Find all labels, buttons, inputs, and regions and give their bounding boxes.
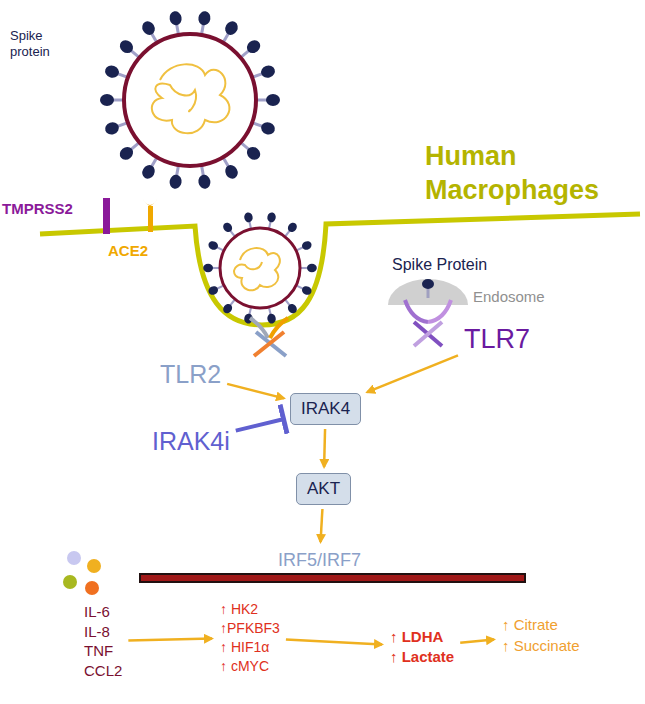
spike-head bbox=[259, 64, 276, 80]
spike-head bbox=[207, 240, 219, 252]
node-text: TNF bbox=[84, 641, 122, 661]
node-text: IRAK4i bbox=[152, 427, 230, 456]
node-text: ↑ LDHA bbox=[390, 627, 454, 647]
cytokine-dots bbox=[63, 551, 101, 595]
node-text: ↑ HIF1α bbox=[220, 638, 280, 657]
text-label: TMPRSS2 bbox=[2, 200, 73, 217]
endosome-spike bbox=[422, 279, 434, 298]
spike-head bbox=[103, 64, 120, 80]
spike-head bbox=[223, 163, 240, 181]
metabolite-list: ↑ Citrate↑ Succinate bbox=[500, 612, 582, 658]
cell-membrane bbox=[40, 214, 640, 325]
spike-head bbox=[244, 38, 262, 56]
node-text: IRAK4 bbox=[301, 399, 350, 419]
arrow-connector bbox=[227, 384, 284, 399]
node-text: ↑ Lactate bbox=[390, 647, 454, 667]
node-text: AKT bbox=[307, 479, 340, 499]
node-text: ↑PFKBF3 bbox=[220, 619, 280, 638]
inhibitor-label: IRAK4i bbox=[150, 425, 232, 458]
process-box: AKT bbox=[296, 473, 351, 505]
arrow-connector bbox=[460, 640, 494, 643]
spike-head bbox=[168, 174, 182, 190]
spike-head bbox=[168, 10, 182, 26]
tlr7-receptor bbox=[405, 300, 451, 346]
spike-head bbox=[223, 19, 240, 37]
node-text: IL-6 bbox=[84, 602, 122, 622]
inhibition-line bbox=[236, 419, 284, 431]
node-text: ↑ HK2 bbox=[220, 600, 280, 619]
spike-head bbox=[266, 313, 276, 324]
viral-rna bbox=[152, 64, 230, 133]
spike-head bbox=[307, 264, 317, 272]
spike-head bbox=[286, 221, 299, 234]
node-text: TLR7 bbox=[464, 324, 530, 355]
spike-head bbox=[140, 163, 157, 181]
viral-rna bbox=[234, 248, 280, 290]
arrow-connector bbox=[323, 429, 326, 467]
spike-head bbox=[203, 264, 213, 272]
receptor-label: TLR2 bbox=[158, 358, 223, 391]
viral-envelope bbox=[220, 228, 300, 308]
diagram-title: Human Macrophages bbox=[425, 140, 635, 208]
process-box: IRAK4 bbox=[290, 393, 361, 425]
spike-head bbox=[197, 10, 211, 26]
spike-head bbox=[266, 212, 276, 223]
text-label: Spike protein bbox=[10, 28, 70, 59]
virus-particle bbox=[203, 212, 317, 325]
node-text: IL-8 bbox=[84, 622, 122, 642]
spike-head bbox=[103, 120, 120, 136]
spike-head bbox=[301, 240, 313, 252]
tlr2-receptor bbox=[250, 318, 288, 356]
node-text: TLR2 bbox=[160, 360, 221, 389]
spike-head bbox=[117, 38, 135, 56]
spike-head bbox=[301, 285, 313, 297]
node-text: IRF5/IRF7 bbox=[278, 550, 361, 571]
arrow-connector bbox=[321, 509, 323, 542]
spike-head bbox=[221, 221, 234, 234]
text-label: Endosome bbox=[473, 288, 545, 305]
metabolite-list: ↑ LDHA↑ Lactate bbox=[388, 625, 456, 668]
receptor-label: TLR7 bbox=[462, 322, 532, 357]
ace2-receptor bbox=[141, 196, 159, 232]
factor-label: IRF5/IRF7 bbox=[276, 548, 363, 573]
spike-head bbox=[140, 19, 157, 37]
node-text: ↑ cMYC bbox=[220, 657, 280, 676]
node-text: CCL2 bbox=[84, 661, 122, 681]
spike-head bbox=[286, 302, 299, 315]
spike-head bbox=[244, 144, 262, 162]
endosome bbox=[388, 279, 468, 305]
spike-head bbox=[266, 94, 280, 106]
arrow-connector bbox=[286, 640, 382, 645]
spike-head bbox=[221, 302, 234, 315]
nuclear-membrane bbox=[140, 574, 525, 582]
spike-head bbox=[259, 120, 276, 136]
viral-envelope bbox=[124, 34, 256, 166]
spike-head bbox=[117, 144, 135, 162]
node-text: ↑ Citrate bbox=[502, 614, 580, 635]
spike-head bbox=[243, 212, 253, 223]
node-text: ↑ Succinate bbox=[502, 635, 580, 656]
spike-head bbox=[197, 174, 211, 190]
spike-head bbox=[207, 285, 219, 297]
arrow-connector bbox=[367, 355, 458, 392]
spike-head bbox=[100, 94, 114, 106]
text-label: Spike Protein bbox=[392, 256, 487, 274]
arrow-connector bbox=[128, 639, 212, 641]
cytokine-list: IL-6IL-8TNFCCL2 bbox=[82, 600, 124, 682]
gene-list: ↑ HK2↑PFKBF3↑ HIF1α↑ cMYC bbox=[218, 598, 282, 678]
text-label: ACE2 bbox=[108, 242, 148, 259]
tmprss2-receptor bbox=[103, 198, 110, 234]
virus-particle bbox=[100, 10, 280, 189]
